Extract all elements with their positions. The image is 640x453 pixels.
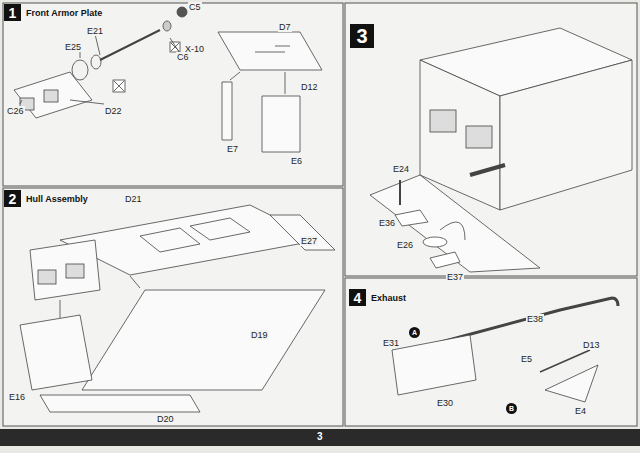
part-number: X-10 — [184, 44, 205, 54]
part-number: D20 — [156, 414, 175, 424]
step-title: Front Armor Plate — [25, 8, 103, 18]
part-number: C26 — [6, 106, 25, 116]
part-number: E36 — [378, 218, 396, 228]
part-number: D13 — [582, 340, 601, 350]
part-number: E4 — [574, 406, 587, 416]
part-number: D19 — [250, 330, 269, 340]
part-number: E37 — [446, 272, 464, 282]
step-heading: 1 Front Armor Plate — [4, 4, 103, 21]
callout-letter: B — [506, 403, 517, 414]
step-number: 3 — [350, 24, 374, 48]
callout-circle: B — [506, 403, 517, 414]
part-number: E27 — [300, 236, 318, 246]
part-number: E30 — [436, 398, 454, 408]
part-number: E21 — [86, 26, 104, 36]
part-number: E25 — [64, 42, 82, 52]
step-heading: 3 — [350, 24, 374, 48]
step-heading: 4 Exhaust — [349, 289, 407, 306]
part-number: E6 — [290, 156, 303, 166]
part-number: C5 — [188, 2, 202, 12]
step-heading: 2 Hull Assembly — [4, 190, 89, 207]
step-title: Hull Assembly — [25, 194, 89, 204]
part-number: D12 — [300, 82, 319, 92]
part-number: E16 — [8, 392, 26, 402]
part-number: E26 — [396, 240, 414, 250]
part-number: E24 — [392, 164, 410, 174]
part-number: D21 — [124, 194, 143, 204]
part-number: D7 — [278, 22, 292, 32]
step-title: Exhaust — [370, 293, 407, 303]
part-number: E31 — [382, 338, 400, 348]
part-number: E5 — [520, 354, 533, 364]
step-number: 4 — [349, 289, 366, 306]
callout-circle: A — [409, 327, 420, 338]
step-number: 1 — [4, 4, 21, 21]
step-number: 2 — [4, 190, 21, 207]
callout-letter: A — [409, 327, 420, 338]
part-number: E7 — [226, 144, 239, 154]
page-number: 3 — [316, 432, 324, 442]
part-number: E38 — [526, 314, 544, 324]
part-number: D22 — [104, 106, 123, 116]
